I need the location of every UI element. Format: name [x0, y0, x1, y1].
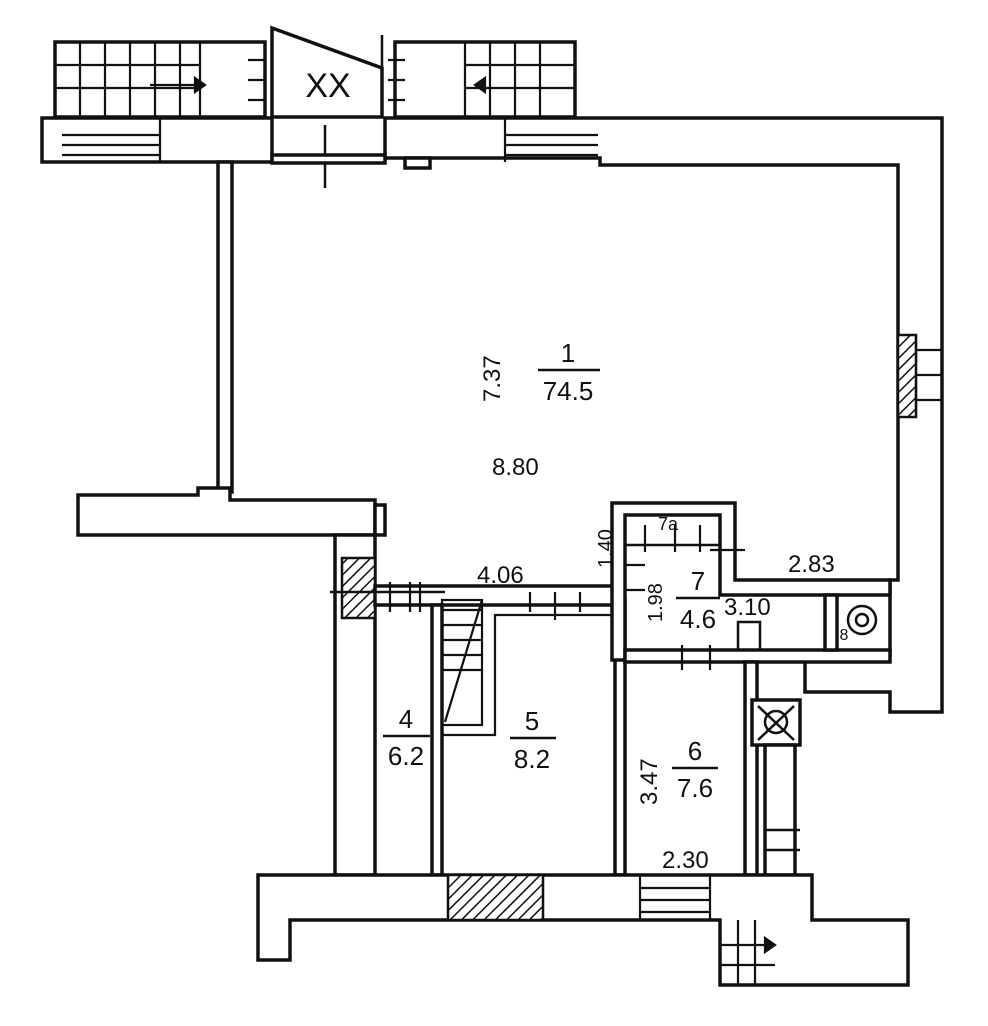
top-left-staircase: [53, 40, 267, 119]
room-7-label: 7 4.6: [676, 566, 720, 634]
svg-text:6.2: 6.2: [388, 741, 424, 771]
toilet-fixture: [736, 604, 878, 652]
bottom-walls: [256, 873, 910, 987]
stair-mark: XX: [305, 67, 350, 105]
dim-right-width: 2.83: [788, 551, 835, 578]
outer-walls: [40, 116, 944, 714]
svg-text:8.2: 8.2: [514, 744, 550, 774]
dim-corridor: 4.06: [477, 562, 524, 589]
room-6-label: 6 7.6: [672, 736, 718, 803]
svg-text:1: 1: [561, 338, 575, 368]
room-7a-label: 7a: [658, 514, 679, 534]
svg-text:7: 7: [691, 566, 705, 596]
dim-room1-width: 8.80: [492, 454, 539, 481]
room-8-label: 8: [840, 627, 849, 644]
left-wall: [76, 160, 387, 877]
svg-text:4: 4: [399, 704, 413, 734]
room-4-label: 4 6.2: [383, 704, 430, 771]
svg-text:6: 6: [688, 736, 702, 766]
room-5-label: 5 8.2: [510, 706, 556, 774]
interior-partitions: [330, 501, 892, 877]
svg-text:4.6: 4.6: [680, 604, 716, 634]
shaft: [750, 698, 802, 877]
svg-text:7.6: 7.6: [677, 773, 713, 803]
dim-room6-width: 2.30: [662, 847, 709, 874]
dim-room7-width: 3.10: [724, 594, 771, 621]
room-1-label: 1 74.5: [538, 338, 600, 406]
top-right-staircase: [388, 40, 577, 119]
svg-text:74.5: 74.5: [543, 376, 594, 406]
dim-room1-height: 7.37: [479, 355, 506, 402]
small-staircase: [440, 598, 615, 737]
svg-text:5: 5: [525, 706, 539, 736]
dim-room7-height: 1.98: [645, 583, 667, 622]
dim-room7a-width: 1.40: [595, 529, 617, 568]
entry-vestibule: [270, 25, 384, 188]
dim-room6-height: 3.47: [636, 758, 663, 805]
